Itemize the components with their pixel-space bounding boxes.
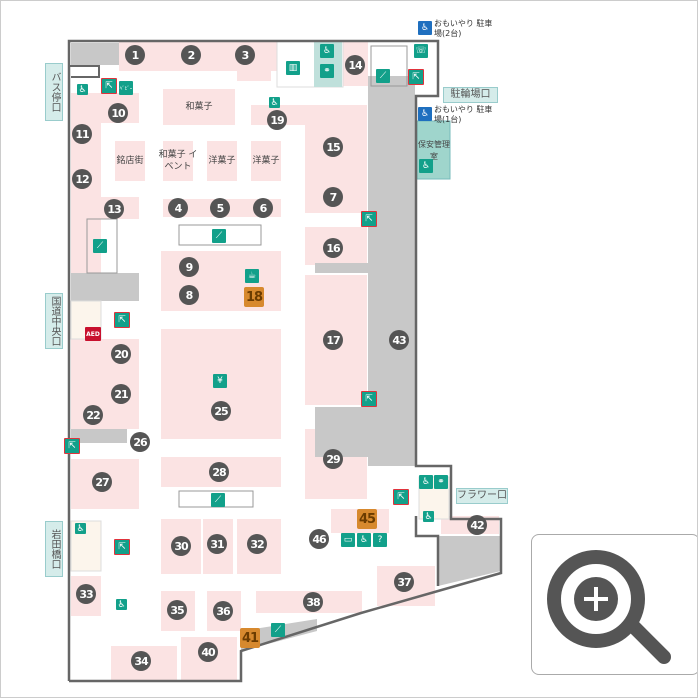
escalator-icon: ⟋ xyxy=(212,229,226,243)
shop-marker-31[interactable]: 31 xyxy=(207,534,227,554)
entrance-bus-stop: バス停口 xyxy=(45,63,63,121)
wheelchair-icon: ♿ xyxy=(357,533,371,547)
shop-marker-14[interactable]: 14 xyxy=(345,55,365,75)
shop-marker-3[interactable]: 3 xyxy=(235,45,255,65)
emergency-exit-icon: ⇱ xyxy=(393,489,409,505)
emergency-exit-icon: ⇱ xyxy=(101,78,117,94)
emergency-exit-icon: ⇱ xyxy=(361,211,377,227)
shop-marker-12[interactable]: 12 xyxy=(72,169,92,189)
parking-note-lower: おもいやり 駐車場(1台) xyxy=(434,105,493,124)
entrance-bicycle-parking: 駐輪場口 xyxy=(443,87,498,103)
shop-marker-22[interactable]: 22 xyxy=(83,405,103,425)
nursing-room-icon: ⚭ xyxy=(434,475,448,489)
shop-marker-8[interactable]: 8 xyxy=(179,285,199,305)
stairs-icon: ⟋ xyxy=(93,239,107,253)
restroom-icon: ▥ xyxy=(286,61,300,75)
shop-marker-11[interactable]: 11 xyxy=(72,124,92,144)
escalator-icon: ⟋ xyxy=(211,493,225,507)
shop-marker-20[interactable]: 20 xyxy=(111,344,131,364)
shop-marker-5[interactable]: 5 xyxy=(210,198,230,218)
emergency-exit-icon: ⇱ xyxy=(361,391,377,407)
emergency-exit-icon: ⇱ xyxy=(408,69,424,85)
baby-room-icon: ﾍﾞﾋﾞｰ xyxy=(119,81,133,95)
area-yogashi: 洋菓子 xyxy=(208,156,236,166)
entrance-label: バス停口 xyxy=(49,72,60,112)
nursing-room-icon: ⚭ xyxy=(320,64,334,78)
entrance-iwata-bridge: 岩田橋口 xyxy=(45,521,63,577)
atm-yen-icon: ¥ xyxy=(213,374,227,388)
shop-marker-18[interactable]: 18 xyxy=(244,287,264,307)
emergency-exit-icon: ⇱ xyxy=(114,312,130,328)
wheelchair-icon: ♿ xyxy=(423,511,434,522)
shop-marker-6[interactable]: 6 xyxy=(253,198,273,218)
shop-marker-32[interactable]: 32 xyxy=(247,534,267,554)
wheelchair-icon: ♿ xyxy=(269,97,280,108)
shop-marker-2[interactable]: 2 xyxy=(181,45,201,65)
shop-marker-25[interactable]: 25 xyxy=(211,401,231,421)
shop-marker-16[interactable]: 16 xyxy=(323,238,343,258)
shop-marker-15[interactable]: 15 xyxy=(323,137,343,157)
shop-marker-35[interactable]: 35 xyxy=(167,600,187,620)
shop-marker-26[interactable]: 26 xyxy=(130,432,150,452)
wheelchair-parking-icon: ♿ xyxy=(418,107,432,121)
wheelchair-icon: ♿ xyxy=(320,44,334,58)
emergency-exit-icon: ⇱ xyxy=(64,438,80,454)
shop-marker-9[interactable]: 9 xyxy=(179,257,199,277)
shop-marker-34[interactable]: 34 xyxy=(131,651,151,671)
shop-marker-42[interactable]: 42 xyxy=(467,515,487,535)
entrance-label: 岩田橋口 xyxy=(49,529,60,569)
entrance-label: 駐輪場口 xyxy=(450,89,491,100)
shop-marker-4[interactable]: 4 xyxy=(168,198,188,218)
area-yogashi: 洋菓子 xyxy=(252,156,280,166)
phone-icon: ☏ xyxy=(414,44,428,58)
stairs-icon: ⟋ xyxy=(271,623,285,637)
parking-note-upper: おもいやり 駐車場(2台) xyxy=(434,19,493,38)
wheelchair-icon: ♿ xyxy=(75,523,86,534)
information-icon: ? xyxy=(373,533,387,547)
shop-marker-45[interactable]: 45 xyxy=(357,509,377,529)
shop-marker-27[interactable]: 27 xyxy=(92,472,112,492)
entrance-label: フラワー口 xyxy=(457,490,507,501)
wheelchair-icon: ♿ xyxy=(419,475,433,489)
shop-marker-43[interactable]: 43 xyxy=(389,330,409,350)
shop-marker-7[interactable]: 7 xyxy=(323,187,343,207)
shop-marker-30[interactable]: 30 xyxy=(171,536,191,556)
shop-marker-29[interactable]: 29 xyxy=(323,449,343,469)
baby-room-icon: ▭ xyxy=(341,533,355,547)
shop-marker-13[interactable]: 13 xyxy=(104,199,124,219)
aed-label: AED xyxy=(86,330,100,338)
shop-marker-38[interactable]: 38 xyxy=(303,592,323,612)
shop-marker-17[interactable]: 17 xyxy=(323,330,343,350)
baby-label: ﾍﾞﾋﾞｰ xyxy=(119,85,133,92)
wheelchair-icon: ♿ xyxy=(77,84,88,95)
magnifier-plus-icon xyxy=(547,550,671,664)
entrance-label: 国道中央口 xyxy=(49,296,60,346)
shop-marker-41[interactable]: 41 xyxy=(240,628,260,648)
shop-marker-40[interactable]: 40 xyxy=(198,642,218,662)
area-meitengai: 銘店街 xyxy=(116,156,144,166)
entrance-flower: フラワー口 xyxy=(456,488,508,504)
cafe-icon: ☕ xyxy=(245,269,259,283)
stairs-icon: ⟋ xyxy=(376,69,390,83)
entrance-national-road: 国道中央口 xyxy=(45,293,63,349)
shop-marker-46[interactable]: 46 xyxy=(309,529,329,549)
shop-marker-33[interactable]: 33 xyxy=(76,584,96,604)
area-wagashi-event: 和菓子 イベント xyxy=(158,150,198,172)
emergency-exit-icon: ⇱ xyxy=(114,539,130,555)
area-wagashi: 和菓子 xyxy=(185,102,213,112)
shop-marker-10[interactable]: 10 xyxy=(108,103,128,123)
shop-marker-28[interactable]: 28 xyxy=(209,462,229,482)
shop-marker-37[interactable]: 37 xyxy=(394,572,414,592)
wheelchair-parking-icon: ♿ xyxy=(418,21,432,35)
shop-marker-21[interactable]: 21 xyxy=(111,384,131,404)
wheelchair-icon: ♿ xyxy=(419,159,433,173)
shop-marker-19[interactable]: 19 xyxy=(267,110,287,130)
zoom-in-button[interactable] xyxy=(531,534,697,675)
shop-marker-36[interactable]: 36 xyxy=(213,601,233,621)
shop-marker-1[interactable]: 1 xyxy=(125,45,145,65)
wheelchair-icon: ♿ xyxy=(116,599,127,610)
aed-icon: AED xyxy=(85,327,101,341)
security-room-label: 保安管理室 xyxy=(418,140,450,161)
